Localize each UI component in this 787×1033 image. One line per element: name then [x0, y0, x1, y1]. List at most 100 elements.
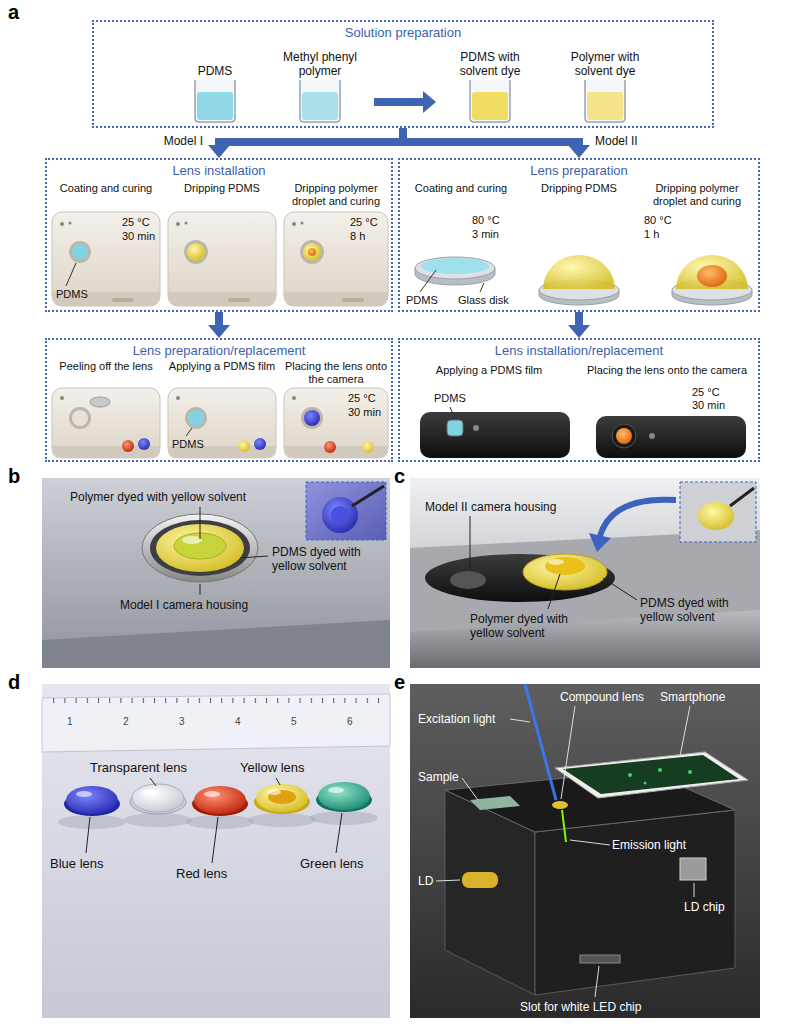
photo-e-part — [628, 773, 632, 777]
photo-d-part — [248, 813, 316, 827]
phone-step-model-one-part — [300, 240, 324, 264]
arrow-head — [208, 145, 230, 158]
beakers-part — [587, 92, 623, 120]
solution-beaker: PDMS with solvent dye — [440, 48, 540, 124]
phone-step-model-one-part — [72, 410, 88, 426]
photo-e-part — [680, 858, 706, 880]
step-note: 1 h — [644, 228, 659, 241]
phone-step-model-one-part — [176, 396, 180, 400]
device-label: Compound lens — [560, 690, 644, 704]
photo-label: PDMS dyed with yellow solvent — [272, 545, 384, 574]
photo-d-part — [86, 817, 90, 853]
photo-d-part — [268, 790, 296, 804]
phone-step-model-two-part — [450, 407, 455, 419]
phone-step-model-two-part — [473, 425, 479, 431]
phone-step-model-one-part — [184, 240, 208, 264]
photo-c-part — [450, 571, 486, 589]
photo-b-part — [331, 506, 349, 524]
lens-label: Red lens — [176, 866, 227, 882]
step-caption: Applying a PDMS film — [404, 364, 574, 377]
photo-c-part — [698, 502, 734, 530]
phone-step-model-one-part — [52, 388, 160, 458]
step-caption: Placing the lens onto the camera — [580, 364, 754, 377]
phone-step-model-one-part — [112, 298, 134, 302]
device-label: Emission light — [612, 838, 686, 852]
device-label: Smartphone — [660, 690, 725, 704]
photo-d-part — [336, 813, 342, 853]
photo-e-part — [580, 955, 620, 963]
photo-c-part — [523, 554, 607, 590]
phone-step-model-one-part — [66, 263, 76, 286]
phone-step-model-two-part — [420, 412, 570, 458]
photo-c-part — [470, 516, 471, 568]
photo-d-part — [328, 787, 344, 793]
lens-label: Green lens — [300, 856, 364, 872]
phone-step-model-two-part — [596, 416, 746, 458]
glass-disk-steps-part — [543, 255, 615, 289]
step-caption: Coating and curing — [50, 182, 162, 195]
step-caption: Dripping PDMS — [522, 182, 636, 195]
panel-title: Lens installation/replacement — [400, 343, 758, 359]
photo-d-part — [58, 815, 126, 829]
phone-step-model-one-part — [69, 407, 91, 429]
step-note: 25 °C — [348, 392, 376, 405]
photo-c-part — [600, 500, 676, 536]
phone-step-model-one-part — [90, 397, 110, 407]
solution-label: PDMS with solvent dye — [440, 50, 540, 78]
photo-b-part — [200, 584, 201, 595]
photo-e-part — [644, 782, 647, 785]
phone-step-model-one-part — [301, 407, 323, 429]
photo-e-part — [563, 755, 739, 794]
device-label: LD chip — [684, 900, 725, 914]
panel-title: Solution preparation — [94, 25, 712, 41]
photo-d-part — [124, 813, 192, 827]
step-note: PDMS — [406, 294, 438, 307]
photo-c-part — [603, 578, 637, 600]
ruler-number: 4 — [235, 716, 241, 728]
phone-step-model-one-part — [168, 212, 276, 306]
device-label: Slot for white LED chip — [520, 1000, 641, 1014]
photo-d-part — [267, 789, 281, 795]
step-note: Glass disk — [458, 294, 509, 307]
step-panel: Dripping polymer droplet and curing80 °C… — [638, 180, 756, 308]
step-panel: Applying a PDMS filmPDMS — [166, 358, 278, 460]
dashed-panel: Lens installation/replacementApplying a … — [398, 338, 760, 462]
photo-d-part — [310, 811, 378, 825]
photo-b-part — [240, 556, 268, 558]
panel-letter: d — [8, 670, 20, 694]
ruler-number: 6 — [347, 716, 353, 728]
glass-disk-steps-part — [697, 265, 727, 287]
step-note: 30 min — [692, 399, 725, 412]
phone-step-model-two-part — [447, 420, 463, 436]
photo-d-part — [150, 778, 156, 786]
beakers-part — [197, 92, 233, 120]
photo-b-part — [200, 507, 201, 539]
ruler-number: 3 — [179, 716, 185, 728]
step-note: 8 h — [350, 230, 365, 243]
solution-label: Methyl phenyl polymer — [270, 50, 370, 78]
photo-c-part — [548, 574, 560, 609]
photo-e-part — [680, 706, 690, 756]
beakers-part — [300, 80, 340, 122]
step-note: PDMS — [56, 288, 88, 301]
glass-disk-steps-part — [415, 257, 495, 279]
device-label: LD — [418, 874, 433, 888]
flow-arrow — [403, 128, 590, 158]
photo-d-part — [42, 684, 390, 1018]
step-caption: Dripping polymer droplet and curing — [638, 182, 756, 208]
photo-e-part — [694, 883, 695, 897]
photo-c — [410, 478, 760, 668]
phone-step-model-one-part — [185, 407, 207, 429]
photo-label: PDMS dyed with yellow solvent — [640, 596, 750, 625]
step-note: 80 °C — [472, 214, 500, 227]
phone-step-model-one-part — [303, 243, 321, 261]
ruler-number: 2 — [123, 716, 129, 728]
phone-step-model-one-part — [52, 212, 160, 306]
photo-c-part — [589, 533, 611, 552]
photo-d-part — [256, 784, 308, 812]
step-note: 25 °C — [122, 216, 150, 229]
phone-step-model-one-part — [185, 222, 188, 225]
panel-letter: c — [394, 464, 405, 488]
photo-e-part — [688, 770, 692, 774]
